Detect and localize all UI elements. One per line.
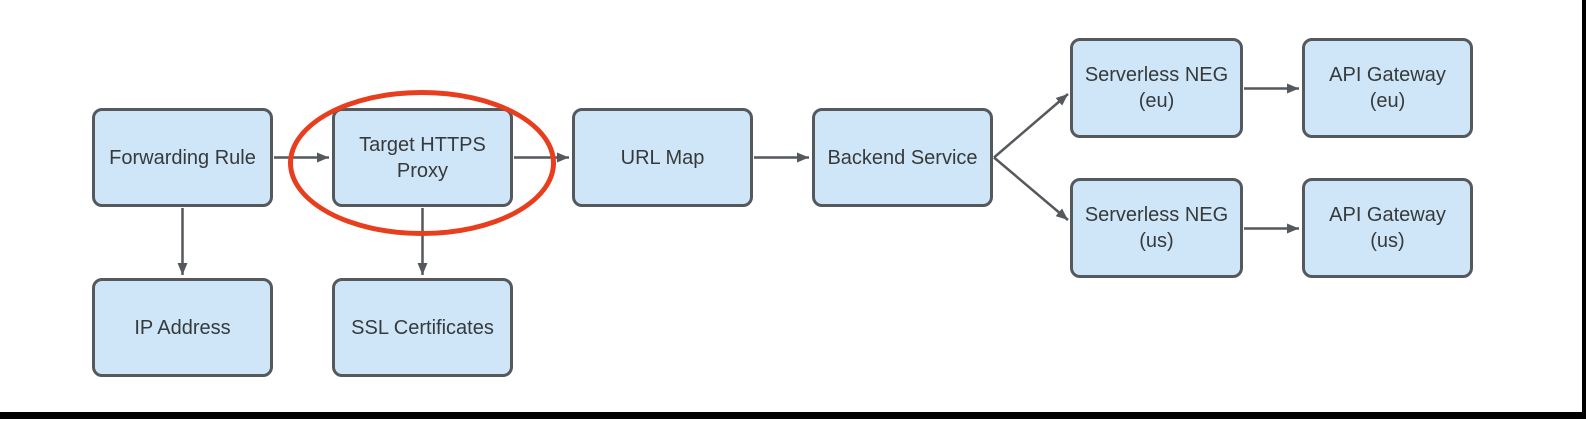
node-label-ip-address: IP Address (134, 316, 231, 339)
node-url-map: URL Map (572, 108, 753, 207)
frame-right-border (1582, 0, 1586, 419)
edge-backend-service-to-serverless-neg-eu (993, 93, 1069, 159)
node-label-serverless-neg-eu: Serverless NEG (eu) (1084, 64, 1229, 112)
node-label-backend-service: Backend Service (827, 146, 978, 169)
node-label-ssl-certificates: SSL Certificates (351, 316, 494, 339)
node-ssl-certificates: SSL Certificates (332, 278, 513, 377)
node-serverless-neg-eu: Serverless NEG (eu) (1070, 38, 1243, 138)
frame-bottom-border (0, 412, 1586, 419)
node-ip-address: IP Address (92, 278, 273, 377)
node-label-api-gateway-eu: API Gateway (eu) (1329, 64, 1446, 112)
node-label-forwarding-rule: Forwarding Rule (109, 146, 256, 169)
node-target-https-proxy: Target HTTPS Proxy (332, 108, 513, 207)
edge-backend-service-to-serverless-neg-us (993, 156, 1069, 221)
node-api-gateway-eu: API Gateway (eu) (1302, 38, 1473, 138)
node-label-target-https-proxy: Target HTTPS Proxy (359, 133, 486, 182)
node-forwarding-rule: Forwarding Rule (92, 108, 273, 207)
node-serverless-neg-us: Serverless NEG (us) (1070, 178, 1243, 278)
node-label-api-gateway-us: API Gateway (us) (1329, 204, 1446, 252)
node-label-url-map: URL Map (620, 146, 705, 169)
node-backend-service: Backend Service (812, 108, 993, 207)
node-api-gateway-us: API Gateway (us) (1302, 178, 1473, 278)
node-label-serverless-neg-us: Serverless NEG (us) (1084, 204, 1229, 252)
